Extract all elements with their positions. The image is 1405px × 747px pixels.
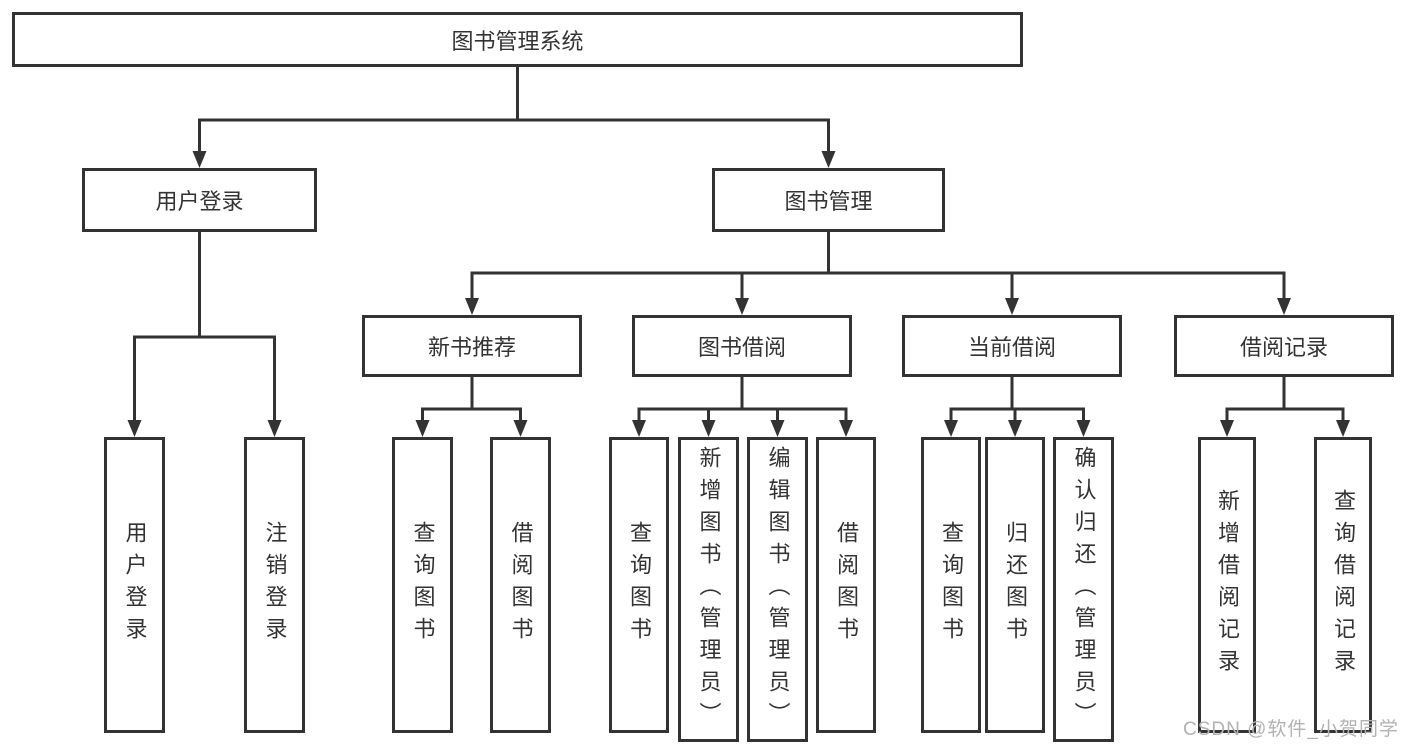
node-confirm-return-admin-label: 确认归还（管理员） (1071, 445, 1097, 734)
node-library-management-system: 图书管理系统 (12, 12, 1023, 67)
node-current-borrowing-label: 当前借阅 (967, 335, 1056, 360)
node-book-borrowing: 图书借阅 (632, 315, 852, 377)
node-logout-action-label: 注销登录 (262, 521, 288, 649)
node-new-book-recommend-label: 新书推荐 (427, 335, 516, 360)
node-query-books-label: 查询图书 (410, 521, 436, 649)
arrowhead-icon (1008, 420, 1022, 437)
node-book-borrowing-label: 图书借阅 (697, 335, 786, 360)
node-borrowing-records-label: 借阅记录 (1239, 335, 1328, 360)
arrowhead-icon (267, 420, 282, 437)
arrowhead-icon (1336, 420, 1350, 437)
arrowhead-icon (1220, 420, 1234, 437)
node-add-borrow-record-label: 新增借阅记录 (1215, 489, 1240, 681)
node-borrow-books: 借阅图书 (490, 437, 551, 733)
node-book-management: 图书管理 (712, 168, 945, 232)
node-add-borrow-record: 新增借阅记录 (1198, 437, 1256, 733)
node-logout-action: 注销登录 (244, 437, 305, 733)
node-query-books: 查询图书 (392, 437, 453, 733)
arrowhead-icon (770, 420, 785, 437)
node-borrowing-records: 借阅记录 (1174, 315, 1394, 377)
arrowhead-icon (701, 420, 716, 437)
arrowhead-icon (513, 420, 528, 437)
node-return-books-label: 归还图书 (1003, 521, 1028, 649)
node-query-books: 查询图书 (609, 437, 669, 733)
arrowhead-icon (415, 420, 430, 437)
node-return-books: 归还图书 (985, 437, 1045, 733)
arrowhead-icon (192, 151, 207, 168)
arrowhead-icon (839, 420, 853, 437)
arrowhead-icon (1277, 298, 1291, 315)
node-query-borrow-record: 查询借阅记录 (1314, 437, 1372, 733)
arrowhead-icon (821, 151, 836, 168)
arrowhead-icon (944, 420, 958, 437)
node-current-borrowing: 当前借阅 (902, 315, 1122, 377)
node-user-login-action: 用户登录 (104, 437, 165, 733)
arrowhead-icon (1005, 298, 1019, 315)
arrowhead-icon (735, 298, 749, 315)
node-library-management-system-label: 图书管理系统 (451, 28, 584, 54)
node-edit-books-admin-label: 编辑图书（管理员） (765, 445, 791, 734)
node-user-login-action-label: 用户登录 (122, 521, 148, 649)
arrowhead-icon (465, 298, 479, 315)
node-borrow-books: 借阅图书 (816, 437, 876, 733)
arrowhead-icon (1076, 420, 1091, 437)
node-edit-books-admin: 编辑图书（管理员） (747, 437, 808, 742)
node-borrow-books-label: 借阅图书 (508, 521, 534, 649)
node-confirm-return-admin: 确认归还（管理员） (1053, 437, 1114, 742)
node-book-management-label: 图书管理 (784, 189, 873, 214)
node-query-books-label: 查询图书 (627, 521, 652, 649)
node-query-books: 查询图书 (921, 437, 981, 733)
node-borrow-books-label: 借阅图书 (834, 521, 859, 649)
node-new-book-recommend: 新书推荐 (362, 315, 582, 377)
node-add-books-admin-label: 新增图书（管理员） (696, 445, 722, 734)
arrowhead-icon (632, 420, 646, 437)
arrowhead-icon (127, 420, 142, 437)
node-add-books-admin: 新增图书（管理员） (678, 437, 739, 742)
node-user-login-label: 用户登录 (155, 189, 244, 214)
node-query-books-label: 查询图书 (939, 521, 964, 649)
node-query-borrow-record-label: 查询借阅记录 (1331, 489, 1356, 681)
node-user-login: 用户登录 (82, 168, 317, 232)
